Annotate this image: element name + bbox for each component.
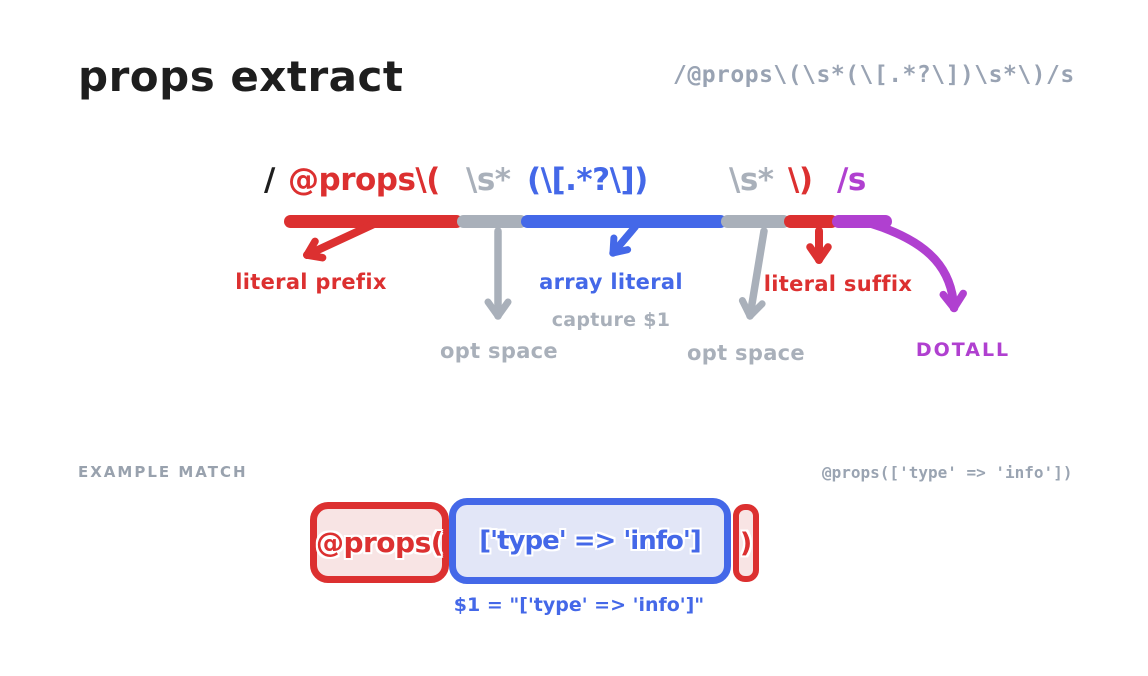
token-opt-space-right: \s* bbox=[729, 162, 774, 198]
match-suffix-text: ) bbox=[739, 527, 753, 559]
capture-result-text: $1 = "['type' => 'info']" bbox=[453, 594, 705, 616]
segment-opt-space-left bbox=[457, 215, 527, 228]
opt-space-right-arrow bbox=[738, 227, 768, 320]
literal-prefix-arrow bbox=[303, 220, 378, 262]
token-open-delimiter: / bbox=[264, 162, 275, 198]
token-opt-space-left: \s* bbox=[466, 162, 511, 198]
full-regex-code: /@props\(\s*(\[.*?\])\s*\)/s bbox=[673, 62, 1075, 88]
token-dotall-flag: /s bbox=[837, 162, 866, 198]
segment-opt-space-right bbox=[721, 215, 790, 228]
segment-array-literal bbox=[521, 215, 727, 228]
label-literal-suffix: literal suffix bbox=[763, 272, 913, 296]
label-opt-space-right: opt space bbox=[687, 341, 805, 365]
match-box-literal-suffix: ) bbox=[733, 504, 759, 582]
example-match-heading: EXAMPLE MATCH bbox=[78, 463, 248, 481]
match-prefix-text: @props( bbox=[315, 526, 444, 559]
token-literal-suffix: \) bbox=[788, 162, 813, 198]
array-literal-arrow bbox=[609, 223, 639, 257]
token-literal-prefix: @props\( bbox=[288, 162, 440, 198]
page-title: props extract bbox=[78, 52, 404, 101]
label-literal-prefix: literal prefix bbox=[235, 270, 387, 294]
segment-literal-suffix bbox=[784, 215, 838, 228]
segment-bar bbox=[284, 215, 892, 228]
label-dotall: DOTALL bbox=[915, 339, 1011, 361]
match-box-capture: ['type' => 'info'] bbox=[449, 498, 731, 584]
segment-dotall bbox=[832, 215, 892, 228]
label-capture-group: capture $1 bbox=[551, 309, 671, 331]
match-capture-text: ['type' => 'info'] bbox=[479, 526, 701, 556]
segment-literal-prefix bbox=[284, 215, 463, 228]
example-match-code: @props(['type' => 'info']) bbox=[822, 463, 1073, 482]
label-opt-space-left: opt space bbox=[440, 339, 558, 363]
label-array-literal: array literal bbox=[539, 270, 683, 294]
match-box-literal-prefix: @props( bbox=[310, 502, 449, 583]
token-capture-group: (\[.*?\]) bbox=[527, 162, 648, 198]
